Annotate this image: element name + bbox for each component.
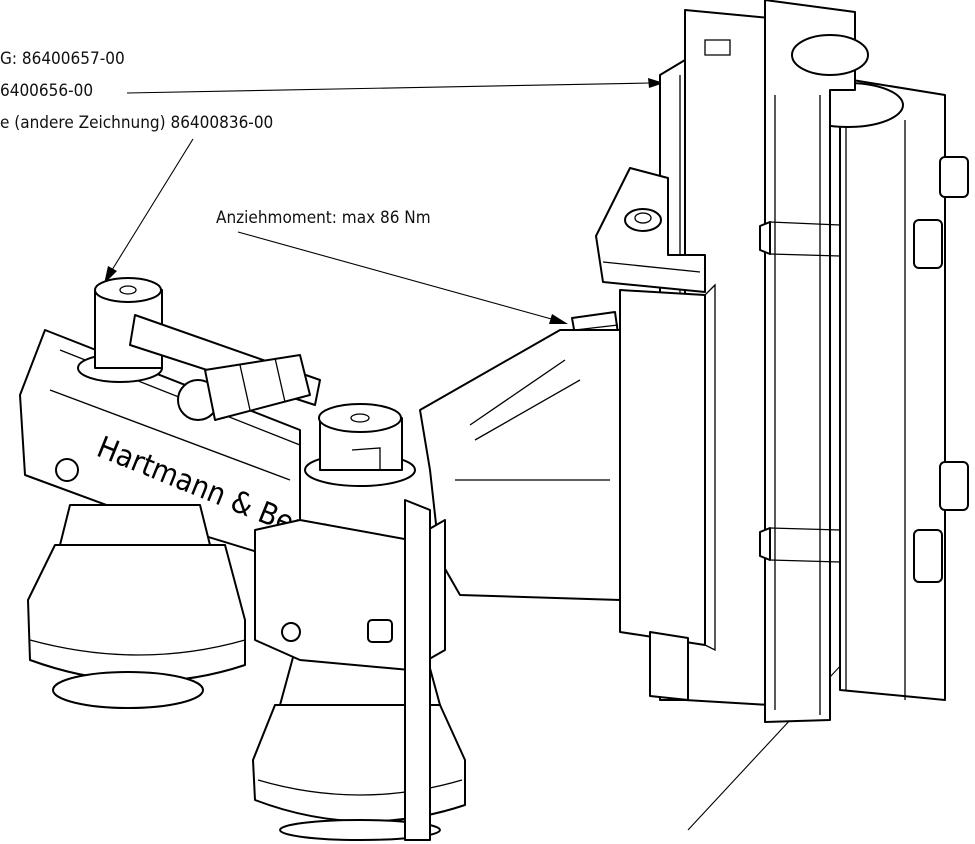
- shaft-right: [304, 403, 416, 487]
- link-rod: [129, 314, 321, 421]
- label-torque: Anziehmoment: max 86 Nm: [216, 208, 431, 228]
- mounting-block: [792, 77, 969, 701]
- support-bracket: [419, 329, 621, 601]
- front-plate: [619, 283, 716, 701]
- clamp-plate: [595, 167, 706, 293]
- label-part-number-1: G: 86400657-00: [0, 49, 125, 69]
- shaft-left: [77, 277, 163, 383]
- label-part-number-2: 6400656-00: [0, 81, 94, 101]
- sensor-head-right: [252, 649, 466, 841]
- clamp-right: [254, 499, 446, 841]
- sensor-head-left: [27, 504, 246, 709]
- hex-bolt: [913, 156, 969, 583]
- label-other-drawing: e (andere Zeichnung) 86400836-00: [0, 113, 274, 133]
